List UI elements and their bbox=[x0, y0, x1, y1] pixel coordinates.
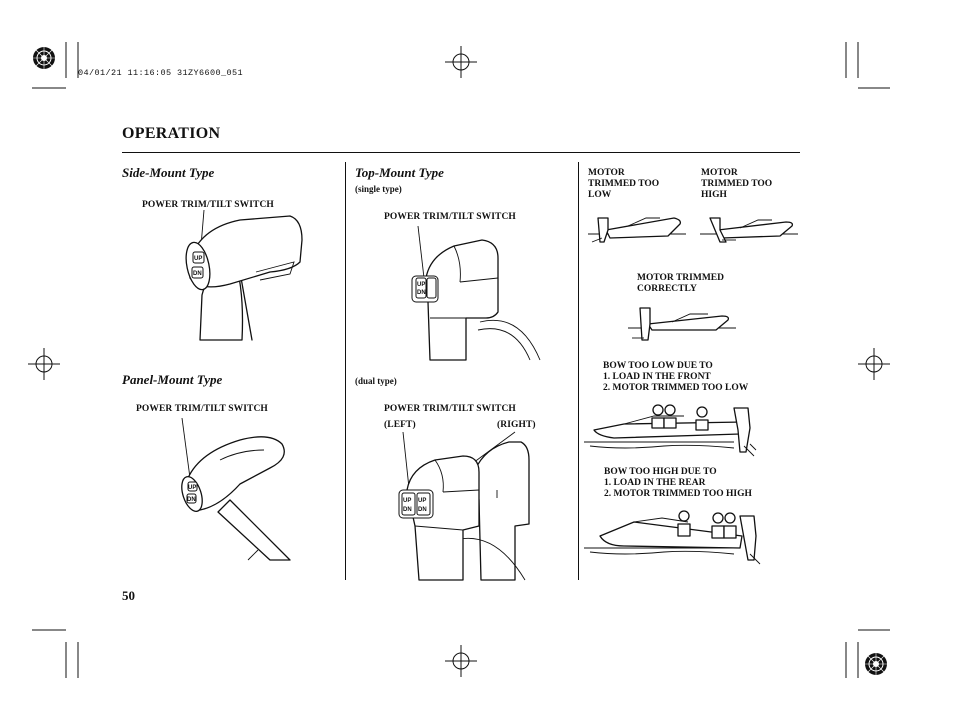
dual-left-switch-up: UP bbox=[403, 498, 411, 504]
side-mount-callout: POWER TRIM/TILT SWITCH bbox=[142, 200, 274, 210]
dual-right-label: (RIGHT) bbox=[497, 420, 536, 430]
dual-left-switch-dn: DN bbox=[403, 507, 412, 513]
dual-left-label: (LEFT) bbox=[384, 420, 416, 430]
panel-mount-control-illustration: UP DN bbox=[181, 417, 291, 561]
dual-type-note: (dual type) bbox=[355, 376, 397, 386]
top-mount-dual-control-illustration: UP DN UP DN bbox=[398, 431, 530, 581]
title-rule bbox=[122, 152, 800, 153]
side-mount-control-illustration: UP DN bbox=[185, 209, 303, 341]
registration-target-right bbox=[858, 348, 890, 380]
section-title: OPERATION bbox=[122, 125, 221, 142]
caption-motor-trimmed-too-low: MOTOR TRIMMED TOO LOW bbox=[588, 168, 660, 200]
single-switch-up: UP bbox=[417, 282, 425, 288]
column-divider-left bbox=[345, 162, 346, 580]
registration-target-bottom bbox=[445, 645, 477, 677]
caption-motor-trimmed-correctly: MOTOR TRIMMED CORRECTLY bbox=[637, 273, 724, 294]
panel-mount-switch-dn: DN bbox=[187, 497, 196, 503]
registration-target-top bbox=[445, 46, 477, 78]
sunburst-mark-top-left bbox=[33, 47, 55, 69]
dual-right-switch-up: UP bbox=[418, 498, 426, 504]
dual-type-callout: POWER TRIM/TILT SWITCH bbox=[384, 404, 516, 414]
single-type-note: (single type) bbox=[355, 184, 402, 194]
panel-mount-callout: POWER TRIM/TILT SWITCH bbox=[136, 404, 268, 414]
boat-trimmed-correctly-illustration bbox=[628, 307, 736, 341]
single-type-callout: POWER TRIM/TILT SWITCH bbox=[384, 212, 516, 222]
dual-right-switch-dn: DN bbox=[418, 507, 427, 513]
side-mount-heading: Side-Mount Type bbox=[122, 165, 215, 180]
boat-bow-too-low-illustration bbox=[584, 404, 757, 457]
side-mount-switch-up: UP bbox=[194, 256, 202, 262]
column-divider-right bbox=[578, 162, 579, 580]
print-slug: 04/01/21 11:16:05 31ZY6600_051 bbox=[78, 68, 244, 78]
caption-motor-trimmed-too-high: MOTOR TRIMMED TOO HIGH bbox=[701, 168, 773, 200]
panel-mount-heading: Panel-Mount Type bbox=[122, 372, 223, 387]
page-number: 50 bbox=[122, 588, 135, 603]
boat-bow-too-high-illustration bbox=[584, 510, 761, 565]
registration-target-left bbox=[28, 348, 60, 380]
caption-bow-too-low: BOW TOO LOW DUE TO 1. LOAD IN THE FRONT … bbox=[603, 361, 749, 393]
single-switch-dn: DN bbox=[417, 290, 426, 296]
top-mount-heading: Top-Mount Type bbox=[355, 165, 444, 180]
panel-mount-switch-up: UP bbox=[188, 485, 196, 491]
top-mount-single-control-illustration: UP DN bbox=[411, 225, 541, 361]
side-mount-switch-dn: DN bbox=[193, 271, 202, 277]
boat-trimmed-too-low-illustration bbox=[588, 217, 686, 243]
sunburst-mark-bottom-right bbox=[865, 653, 887, 675]
boat-trimmed-too-high-illustration bbox=[700, 217, 798, 243]
caption-bow-too-high: BOW TOO HIGH DUE TO 1. LOAD IN THE REAR … bbox=[604, 467, 752, 499]
